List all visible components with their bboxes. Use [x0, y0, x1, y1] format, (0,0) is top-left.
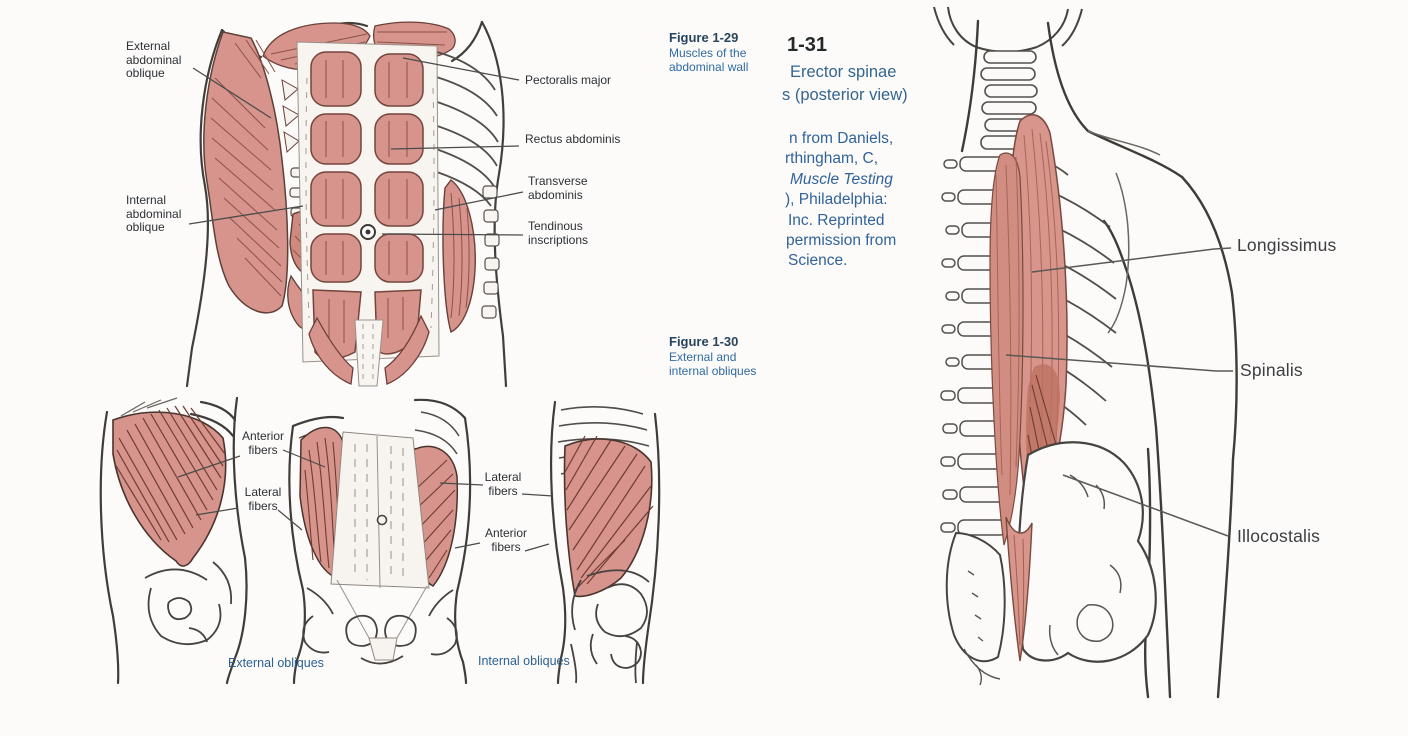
credit-line: Inc. Reprinted [788, 211, 885, 229]
external-oblique-shape [203, 31, 289, 314]
label-internal-abdominal-oblique: Internal abdominal oblique [126, 193, 182, 235]
figure-1-29-caption: Figure 1-29 Muscles of the abdominal wal… [669, 30, 748, 74]
credit-line: rthingham, C, [785, 150, 879, 168]
serratus-wedges [281, 79, 300, 154]
credit-line: Science. [788, 252, 848, 270]
figure-1-29-caption-line: Muscles of the [669, 46, 747, 60]
pelvis-a [144, 561, 233, 646]
caption-internal-obliques: Internal obliques [478, 654, 570, 668]
transverse-ladder [481, 185, 500, 319]
pelvis-b [302, 587, 458, 665]
figure-1-31-credit: n from Daniels, rthingham, C, Muscle Tes… [781, 129, 941, 272]
erector-spinae-illustration [933, 6, 1238, 699]
label-anterior-fibers-external: Anterior fibers [241, 429, 285, 457]
ilium [1017, 441, 1157, 663]
figure-1-31-caption-line: Erector spinae [790, 63, 897, 81]
label-tendinous-inscriptions: Tendinous inscriptions [528, 219, 589, 247]
figure-1-30-caption-title: Figure 1-30 [669, 334, 739, 349]
label-external-abdominal-oblique: External abdominal oblique [126, 39, 182, 81]
figure-1-29-caption-line: abdominal wall [669, 60, 749, 74]
credit-line: permission from [786, 232, 897, 250]
figure-1-30: Anterior fibers Lateral fibers Lateral f… [85, 390, 675, 690]
sacrum [945, 531, 1006, 663]
label-lateral-fibers-internal: Lateral fibers [484, 470, 522, 498]
obliques-illustration [99, 396, 661, 685]
label-rectus-abdominis: Rectus abdominis [525, 132, 621, 146]
credit-line: Muscle Testing [790, 170, 893, 188]
leader-lines [177, 449, 554, 552]
leader-lines [188, 57, 524, 236]
label-spinalis: Spinalis [1240, 360, 1303, 380]
label-transverse-abdominis: Transverse abdominis [528, 174, 588, 202]
rectus-abdominis-shape [310, 51, 424, 360]
skull-base [933, 6, 1083, 53]
torso-b-outline [288, 398, 472, 685]
caption-external-obliques: External obliques [228, 656, 324, 670]
figure-1-29-caption-title: Figure 1-29 [669, 30, 739, 45]
torso-a-outline [99, 396, 248, 685]
spinalis-shape [989, 152, 1024, 546]
erector-spinae-tail [1005, 516, 1033, 662]
label-lateral-fibers-external: Lateral fibers [244, 485, 282, 513]
pelvis-c [570, 569, 650, 684]
label-anterior-fibers-internal: Anterior fibers [484, 526, 528, 554]
credit-line: n from Daniels, [789, 130, 894, 147]
abdominal-wall-illustration [185, 20, 524, 388]
figure-1-30-caption: Figure 1-30 External and internal obliqu… [669, 334, 756, 378]
figure-1-31-caption-line: s (posterior view) [782, 85, 908, 104]
label-longissimus: Longissimus [1237, 235, 1337, 255]
credit-line: ), Philadelphia: [785, 191, 888, 209]
figure-1-31: Longissimus Spinalis Illocostalis [920, 5, 1408, 705]
figure-1-31-caption-title: 1-31 [787, 34, 828, 56]
label-pectoralis-major: Pectoralis major [525, 73, 612, 87]
inguinal-region [308, 314, 430, 387]
leader-lines [1005, 247, 1233, 537]
figure-1-31-caption: 1-31 Erector spinae s (posterior view) n… [781, 34, 941, 272]
figure-1-29: External abdominal oblique Internal abdo… [85, 18, 645, 390]
cervical-spine [980, 50, 1039, 150]
label-iliocostalis: Illocostalis [1237, 526, 1321, 546]
figure-1-30-caption-line: internal obliques [669, 364, 757, 378]
external-oblique-a-shape [112, 411, 227, 567]
scapula-hint [1087, 130, 1161, 334]
figure-1-30-caption-line: External and [669, 350, 737, 364]
navel-b [376, 514, 388, 526]
torso-c-outline [549, 400, 661, 685]
